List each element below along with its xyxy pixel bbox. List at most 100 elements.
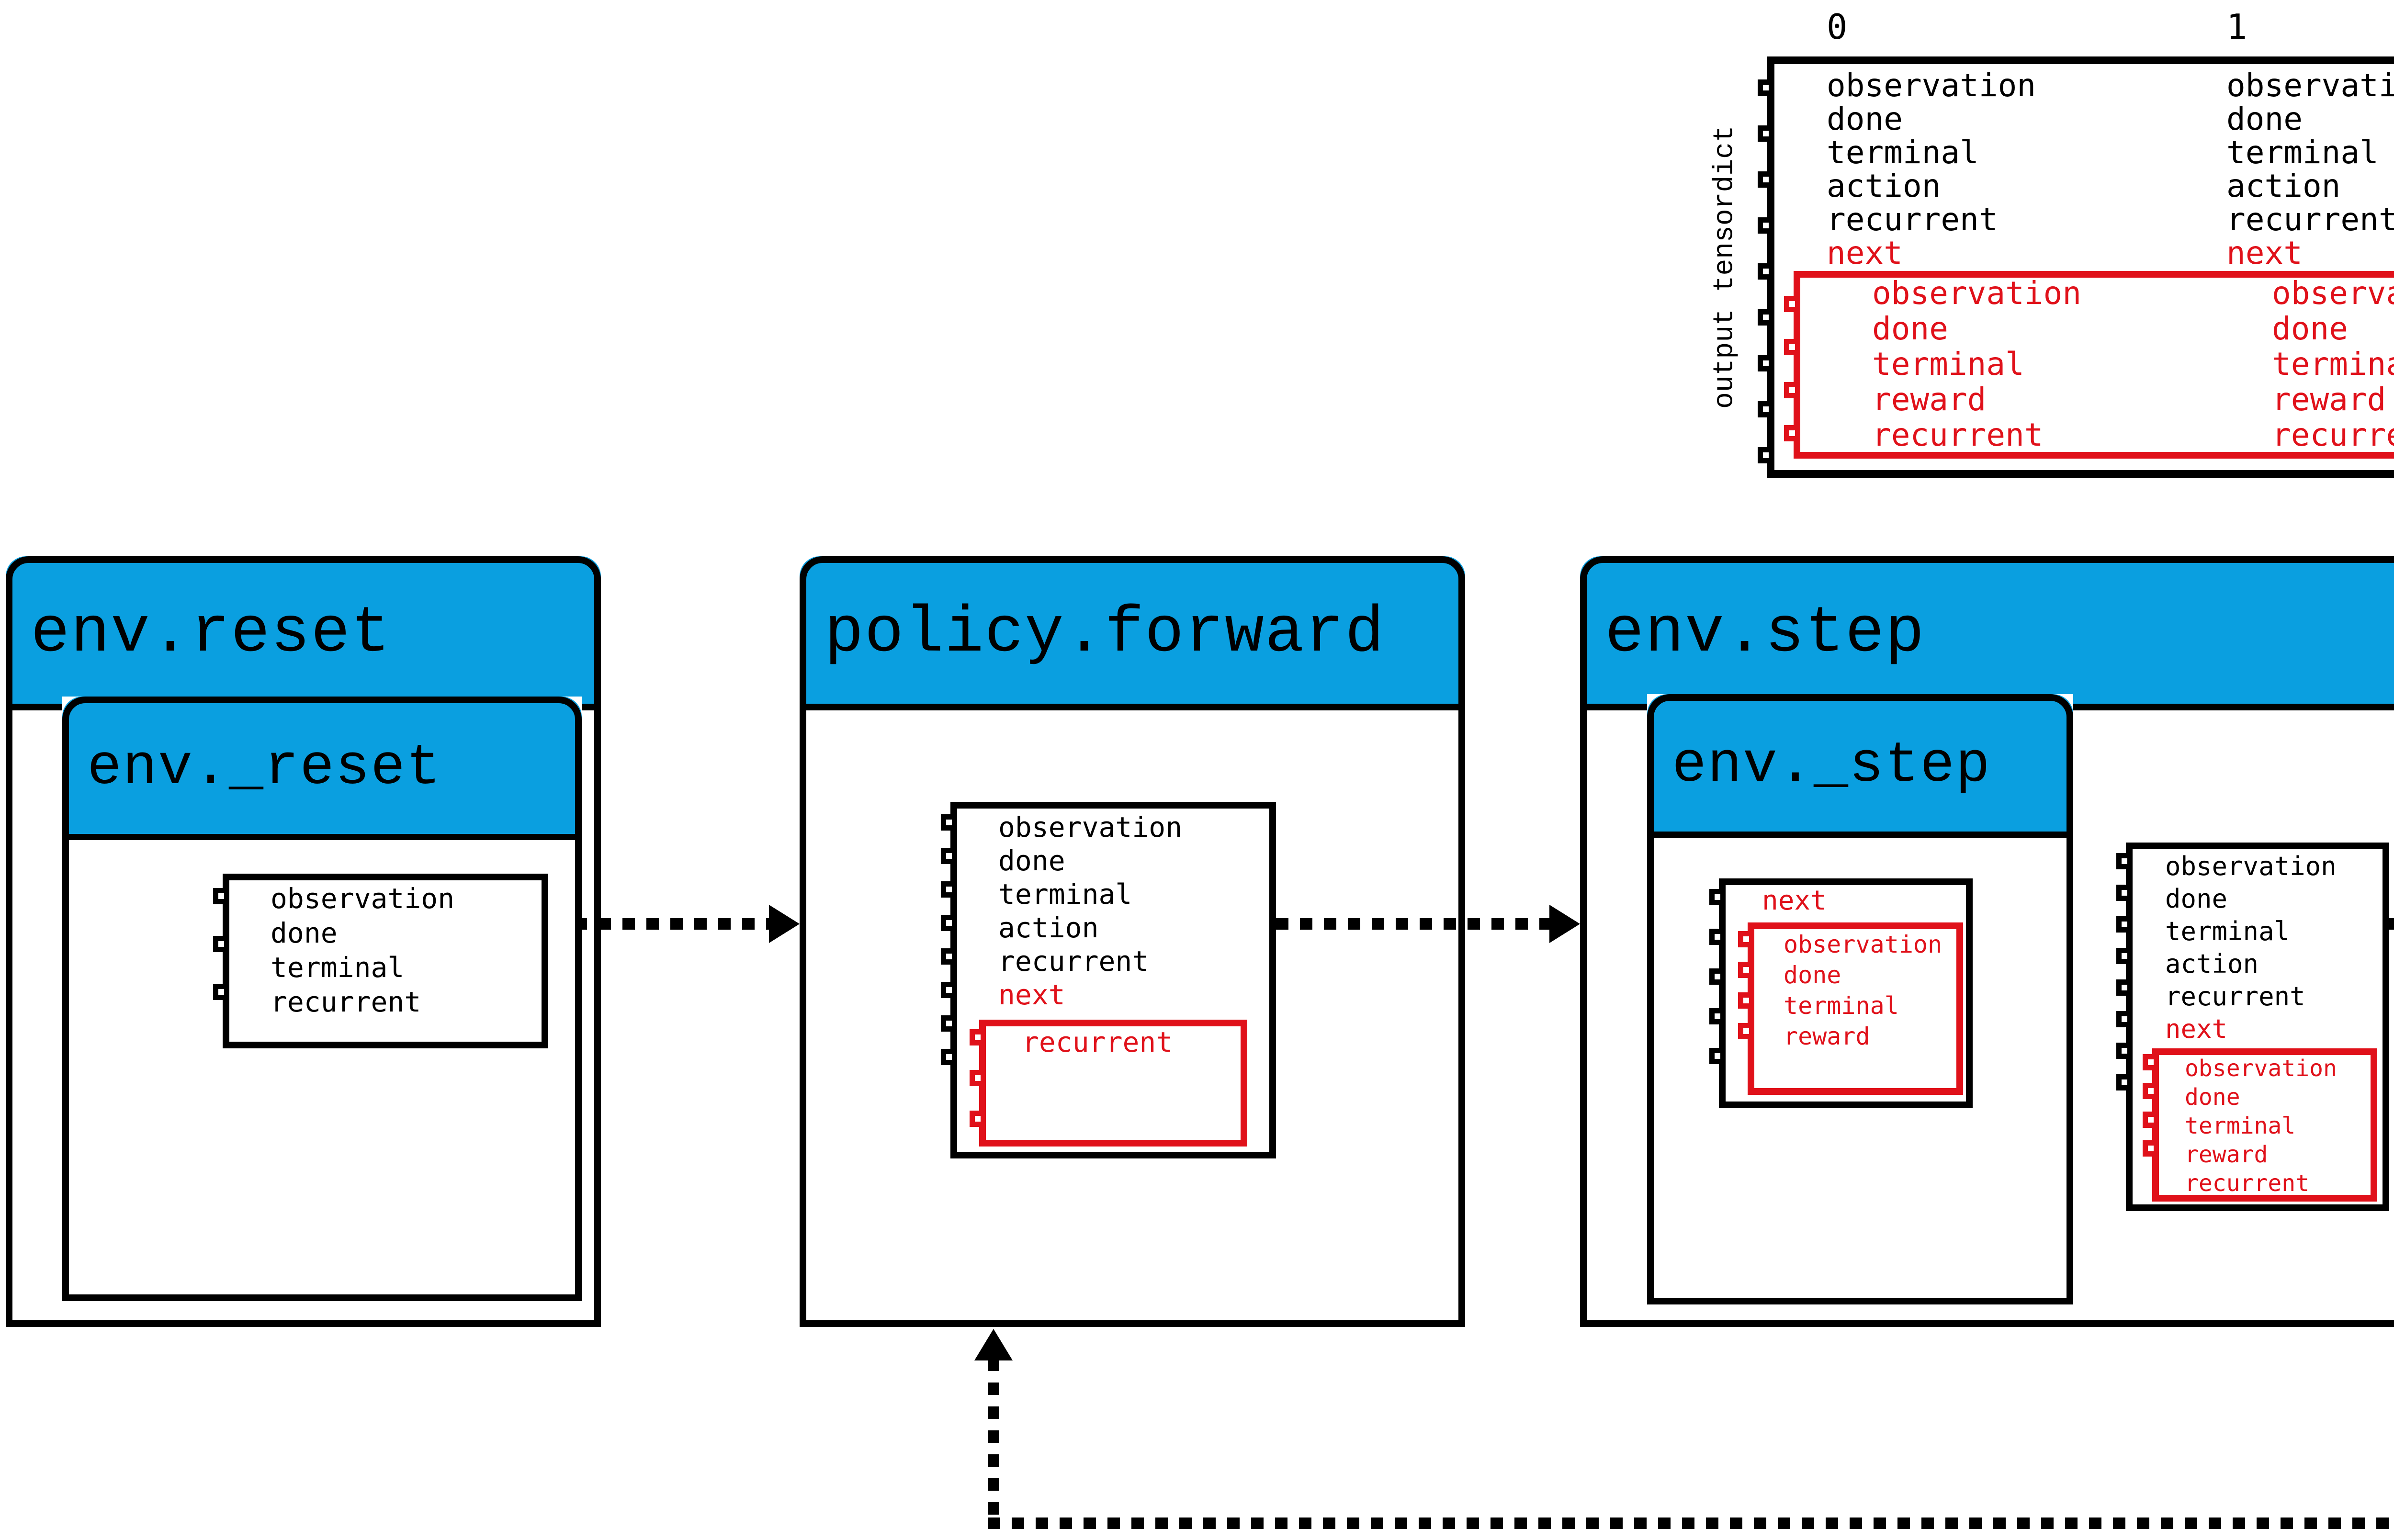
- key-handle-icon: [1709, 1048, 1726, 1064]
- key-handle-icon: [1758, 263, 1774, 280]
- key-handle-icon: [1709, 889, 1726, 905]
- tensordict-key: observation: [2165, 851, 2337, 881]
- tensordict-key: reward: [2185, 1141, 2268, 1168]
- table-next-box-border: [1794, 271, 2394, 459]
- key-handle-icon: [1784, 382, 1800, 398]
- tensordict-key: observation: [1872, 275, 2082, 312]
- tensordict-key: recurrent: [1872, 416, 2044, 453]
- key-handle-icon: [1758, 79, 1774, 96]
- flow-line-reset-to-policy: [551, 918, 771, 930]
- tensordict-key: reward: [1784, 1023, 1870, 1050]
- flow-line-step-to-step-mdp: [2389, 918, 2394, 930]
- key-handle-icon: [1758, 447, 1774, 463]
- key-handle-icon: [1709, 1008, 1726, 1024]
- key-handle-icon: [1784, 296, 1800, 312]
- key-handle-icon: [970, 1070, 986, 1086]
- arrowhead-feedback-into-policy: [974, 1329, 1013, 1360]
- tensordict-key: recurrent: [2185, 1170, 2310, 1197]
- key-handle-icon: [941, 948, 957, 965]
- output-tensordict-table: output tensordict 0 1 2 3 observationdon…: [1710, 7, 2394, 478]
- key-handle-icon: [941, 814, 957, 831]
- column-header-0: 0: [1827, 7, 1848, 47]
- key-handle-icon: [213, 888, 229, 904]
- stage-title-env-step: env.step: [1605, 596, 1925, 670]
- key-handle-icon: [2116, 948, 2133, 964]
- key-handle-icon: [2116, 979, 2133, 996]
- key-handle-icon: [1738, 1023, 1754, 1039]
- tensordict-key: next: [1762, 885, 1827, 916]
- tensordict-key: reward: [1872, 381, 1987, 418]
- key-handle-icon: [970, 1029, 986, 1045]
- arrowhead-into-policy-forward: [769, 905, 800, 943]
- tensordict-key: recurrent: [271, 986, 421, 1018]
- tensordict-key: done: [1827, 101, 1903, 137]
- tensordict-key: done: [998, 844, 1065, 877]
- key-handle-icon: [2143, 1140, 2159, 1157]
- key-handle-icon: [941, 1015, 957, 1032]
- tensordict-key: reward: [2272, 381, 2386, 418]
- key-handle-icon: [1758, 171, 1774, 188]
- tensordict-key: done: [1872, 310, 1948, 347]
- output-table-side-label: output tensordict: [1709, 125, 1741, 409]
- tensordict-key: recurrent: [2165, 981, 2305, 1012]
- stage-header: [1580, 556, 2394, 710]
- inner-title-env-reset-private: env._reset: [87, 736, 442, 801]
- stage-title-policy-forward: policy.forward: [824, 596, 1385, 670]
- tensordict-key: action: [2165, 949, 2259, 979]
- tensordict-key: terminal: [2272, 346, 2394, 382]
- tensordict-key: observation: [2226, 67, 2394, 104]
- inner-title-env-step-private: env._step: [1672, 733, 1991, 798]
- tensordict-key: recurrent: [2226, 201, 2394, 238]
- key-handle-icon: [941, 915, 957, 931]
- tensordict-key: recurrent: [998, 945, 1149, 978]
- key-handle-icon: [1758, 217, 1774, 234]
- tensordict-key: action: [998, 911, 1099, 944]
- tensordict-key: terminal: [2185, 1113, 2296, 1139]
- key-handle-icon: [213, 936, 229, 952]
- key-handle-icon: [970, 1111, 986, 1127]
- tensordict-key: observation: [1827, 67, 2036, 104]
- tensordict-key: done: [2165, 884, 2228, 914]
- tensordict-key: terminal: [1872, 346, 2024, 382]
- tensordict-key: recurrent: [1022, 1026, 1173, 1058]
- key-handle-icon: [213, 984, 229, 1000]
- key-handle-icon: [1758, 355, 1774, 371]
- tensordict-key: terminal: [1827, 134, 1979, 171]
- key-handle-icon: [1758, 401, 1774, 417]
- key-handle-icon: [2116, 853, 2133, 869]
- arrowhead-into-env-step: [1549, 905, 1580, 943]
- key-handle-icon: [1784, 339, 1800, 355]
- key-handle-icon: [2143, 1083, 2159, 1099]
- tensordict-key: done: [2272, 310, 2348, 347]
- key-handle-icon: [1709, 968, 1726, 985]
- tensordict-key: next: [998, 978, 1065, 1011]
- feedback-line-bottom: [988, 1518, 2394, 1529]
- key-handle-icon: [1738, 931, 1754, 947]
- key-handle-icon: [941, 1049, 957, 1065]
- tensordict-key: next: [2165, 1014, 2228, 1044]
- key-handle-icon: [941, 881, 957, 898]
- tensordict-key: action: [1827, 168, 1941, 204]
- key-handle-icon: [941, 982, 957, 998]
- flow-line-policy-to-step: [1276, 918, 1551, 930]
- tensordict-key: recurrent: [1827, 201, 1998, 238]
- tensordict-key: next: [1827, 235, 1903, 271]
- key-handle-icon: [1758, 309, 1774, 326]
- tensordict-key: terminal: [2226, 134, 2379, 171]
- key-handle-icon: [1784, 425, 1800, 441]
- tensordict-key: observation: [2272, 275, 2394, 312]
- tensordict-key: recurrent: [2272, 416, 2394, 453]
- column-header-1: 1: [2226, 7, 2247, 47]
- tensordict-key: observation: [2185, 1055, 2337, 1082]
